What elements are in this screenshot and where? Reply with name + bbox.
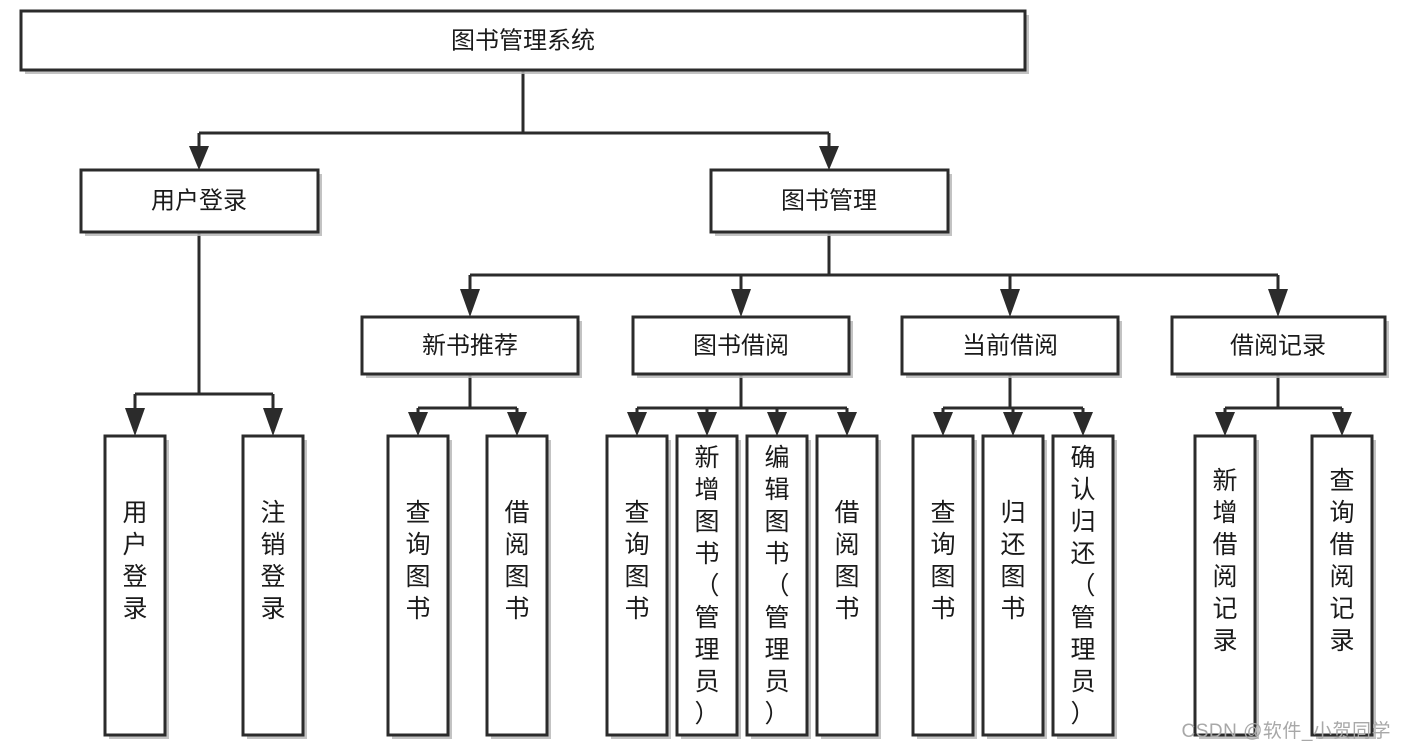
- node-root[interactable]: 图书管理系统: [19, 9, 1029, 74]
- arrow-head-new-book-recommend: [460, 289, 480, 317]
- arrow-head-book-borrow: [731, 289, 751, 317]
- arrow-head-user-login: [189, 146, 209, 170]
- leaf-query-book-1-box[interactable]: [386, 434, 450, 737]
- node-book-borrow-label: 图书借阅: [693, 332, 789, 359]
- node-book-borrow[interactable]: 图书借阅: [631, 315, 853, 378]
- node-book-borrow-box[interactable]: [631, 315, 851, 376]
- leaf-user-login-label: 用户登录: [122, 499, 147, 623]
- leaf-add-borrow-record-label: 新增借阅记录: [1212, 467, 1237, 655]
- leaf-return-book-label: 归还图书: [1000, 499, 1025, 623]
- leaf-node-edit-book[interactable]: 编辑图书（管理员）: [745, 434, 811, 739]
- arrow-head-query-book-1: [408, 412, 428, 436]
- leaf-add-book-box[interactable]: [675, 434, 739, 737]
- leaf-node-user-login[interactable]: 用户登录: [103, 434, 169, 739]
- arrow-head-add-borrow-record: [1215, 412, 1235, 436]
- leaf-borrow-book-1-box[interactable]: [485, 434, 549, 737]
- arrow-head-add-book: [697, 412, 717, 436]
- arrow-head-current-borrow: [1000, 289, 1020, 317]
- node-current-borrow-box[interactable]: [900, 315, 1120, 376]
- leaf-node-query-book-3[interactable]: 查询图书: [911, 434, 977, 739]
- leaf-query-borrow-record-box[interactable]: [1310, 434, 1374, 737]
- leaf-user-logout-box[interactable]: [241, 434, 305, 737]
- leaf-node-borrow-book-2[interactable]: 借阅图书: [815, 434, 881, 739]
- leaf-query-book-3-label: 查询图书: [930, 499, 955, 623]
- leaf-edit-book-box[interactable]: [745, 434, 809, 737]
- node-user-login[interactable]: 用户登录: [79, 168, 322, 236]
- node-root-label: 图书管理系统: [451, 27, 595, 54]
- leaf-node-borrow-book-1[interactable]: 借阅图书: [485, 434, 551, 739]
- arrow-head-query-book-3: [933, 412, 953, 436]
- node-borrow-record-label: 借阅记录: [1230, 332, 1326, 359]
- leaf-node-add-book[interactable]: 新增图书（管理员）: [675, 434, 741, 739]
- arrow-head-edit-book: [767, 412, 787, 436]
- node-new-book-recommend[interactable]: 新书推荐: [360, 315, 582, 378]
- node-new-book-recommend-box[interactable]: [360, 315, 580, 376]
- arrow-head-query-borrow-record: [1332, 412, 1352, 436]
- leaf-node-confirm-return[interactable]: 确认归还（管理员）: [1051, 434, 1117, 739]
- node-user-login-box[interactable]: [79, 168, 320, 234]
- arrow-head-leaf-user-logout: [263, 408, 283, 436]
- leaf-return-book-box[interactable]: [981, 434, 1045, 737]
- leaf-node-query-book-1[interactable]: 查询图书: [386, 434, 452, 739]
- leaf-add-book-label: 新增图书（管理员）: [694, 444, 719, 728]
- arrow-head-confirm-return: [1073, 412, 1093, 436]
- node-current-borrow[interactable]: 当前借阅: [900, 315, 1122, 378]
- leaf-add-borrow-record-box[interactable]: [1193, 434, 1257, 737]
- leaf-query-borrow-record-label: 查询借阅记录: [1329, 467, 1354, 655]
- node-book-manage-label: 图书管理: [781, 187, 877, 214]
- leaf-confirm-return-label: 确认归还（管理员）: [1070, 444, 1095, 728]
- node-new-book-recommend-label: 新书推荐: [422, 332, 518, 359]
- node-borrow-record[interactable]: 借阅记录: [1170, 315, 1389, 378]
- edge-group: [125, 70, 1352, 436]
- leaf-query-book-2-label: 查询图书: [624, 499, 649, 623]
- csdn-watermark: CSDN @软件_小贺同学: [1181, 721, 1391, 742]
- leaf-query-book-1-label: 查询图书: [405, 499, 430, 623]
- arrow-head-leaf-user-login: [125, 408, 145, 436]
- node-borrow-record-box[interactable]: [1170, 315, 1387, 376]
- leaf-edit-book-label: 编辑图书（管理员）: [764, 444, 789, 728]
- leaf-node-add-borrow-record[interactable]: 新增借阅记录: [1193, 434, 1259, 739]
- leaf-borrow-book-2-box[interactable]: [815, 434, 879, 737]
- leaf-query-book-3-box[interactable]: [911, 434, 975, 737]
- arrow-head-query-book-2: [627, 412, 647, 436]
- leaf-node-query-book-2[interactable]: 查询图书: [605, 434, 671, 739]
- arrow-head-borrow-book-1: [507, 412, 527, 436]
- node-book-manage-box[interactable]: [709, 168, 950, 234]
- leaf-user-logout-label: 注销登录: [260, 499, 285, 623]
- node-root-box[interactable]: [19, 9, 1027, 72]
- leaf-borrow-book-1-label: 借阅图书: [504, 499, 529, 623]
- leaf-user-login-box[interactable]: [103, 434, 167, 737]
- node-current-borrow-label: 当前借阅: [962, 332, 1058, 359]
- leaf-query-book-2-box[interactable]: [605, 434, 669, 737]
- arrow-head-book-manage: [819, 146, 839, 170]
- node-book-manage[interactable]: 图书管理: [709, 168, 952, 236]
- arrow-head-return-book: [1003, 412, 1023, 436]
- leaf-borrow-book-2-label: 借阅图书: [834, 499, 859, 623]
- leaf-node-query-borrow-record[interactable]: 查询借阅记录: [1310, 434, 1376, 739]
- arrow-head-borrow-book-2: [837, 412, 857, 436]
- node-user-login-label: 用户登录: [151, 187, 247, 214]
- leaf-confirm-return-box[interactable]: [1051, 434, 1115, 737]
- arrow-head-borrow-record: [1268, 289, 1288, 317]
- leaf-node-user-logout[interactable]: 注销登录: [241, 434, 307, 739]
- leaf-node-return-book[interactable]: 归还图书: [981, 434, 1047, 739]
